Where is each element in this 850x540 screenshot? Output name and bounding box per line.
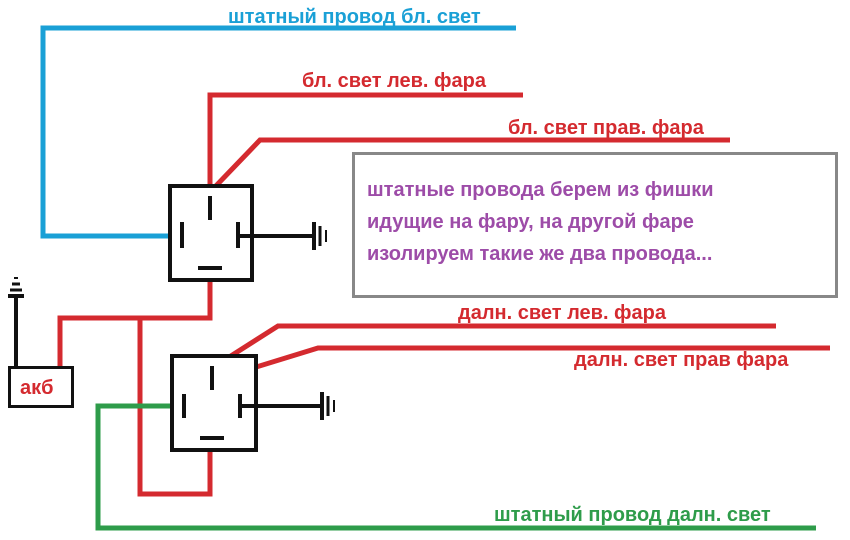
low-beam-right-wire: [210, 137, 730, 192]
note-line: изолируем такие же два провода...: [367, 243, 713, 265]
low-beam-left-wire: [207, 92, 523, 192]
note-line: идущие на фару, на другой фаре: [367, 211, 694, 233]
battery-feed-wire: [57, 270, 213, 366]
low-beam-right-label: бл. свет прав. фара: [508, 117, 704, 139]
stock-low-beam-wire: [40, 25, 516, 239]
ground-symbol-icon: [240, 222, 327, 250]
high-beam-right-label: далн. свет прав фара: [574, 349, 789, 371]
note-box: штатные провода берем из фишки идущие на…: [352, 152, 838, 298]
high-beam-left-label: далн. свет лев. фара: [458, 302, 667, 324]
battery-label: акб: [20, 377, 54, 399]
low-beam-left-label: бл. свет лев. фара: [302, 70, 486, 92]
stock-high-beam-label: штатный провод далн. свет: [494, 504, 771, 526]
stock-high-beam-wire: [95, 403, 816, 531]
battery-box: акб: [8, 366, 74, 408]
relay-low-beam-icon: [168, 184, 254, 282]
stock-low-beam-label: штатный провод бл. свет: [228, 6, 481, 28]
ground-symbol-icon: [242, 392, 335, 420]
note-line: штатные провода берем из фишки: [367, 179, 714, 201]
relay-high-beam-icon: [170, 354, 258, 452]
battery-ground-symbol-icon: [8, 277, 24, 366]
